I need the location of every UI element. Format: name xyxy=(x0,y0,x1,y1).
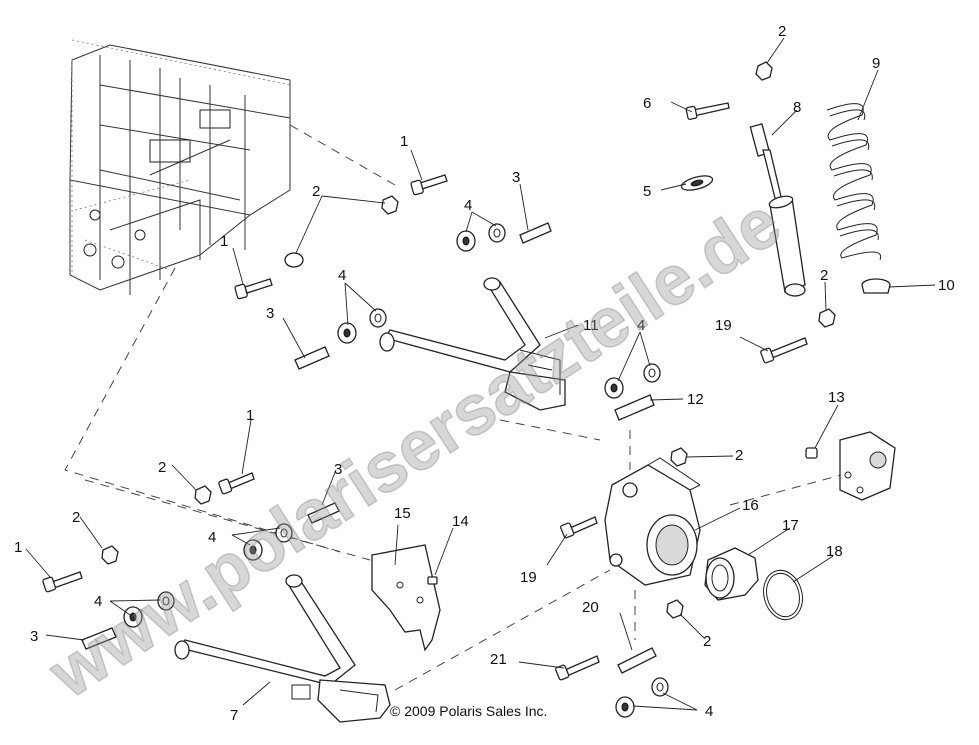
callout-11: 11 xyxy=(583,317,599,334)
callout-3: 3 xyxy=(266,305,274,322)
callout-21: 21 xyxy=(490,651,507,668)
brake-caliper xyxy=(839,431,896,501)
nuts xyxy=(101,61,836,619)
vehicle-frame-section xyxy=(69,39,291,295)
upper-a-arm xyxy=(379,277,566,411)
callout-15: 15 xyxy=(394,505,411,522)
bushings xyxy=(123,223,669,718)
callout-9: 9 xyxy=(872,55,880,72)
callout-1: 1 xyxy=(14,539,22,556)
callout-4: 4 xyxy=(637,317,645,334)
callout-4: 4 xyxy=(94,593,102,610)
callout-2: 2 xyxy=(735,447,743,464)
washer-5 xyxy=(680,175,714,191)
callout-13: 13 xyxy=(828,389,845,406)
bearing-carrier xyxy=(604,457,701,586)
callouts: 1 1 1 1 2 2 2 2 2 2 2 3 3 3 3 4 4 4 4 4 … xyxy=(14,23,955,724)
callout-3: 3 xyxy=(334,461,342,478)
callout-7: 7 xyxy=(230,707,238,724)
callout-20: 20 xyxy=(582,599,599,616)
callout-4: 4 xyxy=(464,197,472,214)
callout-2: 2 xyxy=(778,23,786,40)
callout-1: 1 xyxy=(220,233,228,250)
callout-1: 1 xyxy=(246,407,254,424)
shock-absorber xyxy=(749,123,806,297)
bolts xyxy=(42,102,818,681)
callout-18: 18 xyxy=(826,543,843,560)
callout-5: 5 xyxy=(643,183,651,200)
callout-3: 3 xyxy=(30,628,38,645)
leader-lines xyxy=(25,37,936,711)
copyright-text: © 2009 Polaris Sales Inc. xyxy=(390,703,547,719)
callout-4: 4 xyxy=(338,267,346,284)
callout-2: 2 xyxy=(312,183,320,200)
callout-19: 19 xyxy=(715,317,732,334)
callout-17: 17 xyxy=(782,517,799,534)
sleeves xyxy=(81,222,657,674)
wheel-bearing xyxy=(704,547,759,601)
callout-16: 16 xyxy=(742,497,759,514)
callout-4: 4 xyxy=(705,703,713,720)
callout-19: 19 xyxy=(520,569,537,586)
callout-2: 2 xyxy=(72,509,80,526)
snap-ring xyxy=(763,569,803,621)
callout-12: 12 xyxy=(687,391,704,408)
skid-plate xyxy=(371,544,441,652)
lower-a-arm xyxy=(174,574,391,723)
callout-14: 14 xyxy=(452,513,469,530)
spring-retainer xyxy=(861,278,891,294)
coil-spring xyxy=(826,103,882,261)
callout-3: 3 xyxy=(512,169,520,186)
callout-2: 2 xyxy=(703,633,711,650)
callout-2: 2 xyxy=(158,459,166,476)
callout-10: 10 xyxy=(938,277,955,294)
callout-6: 6 xyxy=(643,95,651,112)
callout-2: 2 xyxy=(820,267,828,284)
assembly-lines xyxy=(64,124,861,691)
callout-1: 1 xyxy=(400,133,408,150)
callout-8: 8 xyxy=(793,99,801,116)
callout-4: 4 xyxy=(208,529,216,546)
